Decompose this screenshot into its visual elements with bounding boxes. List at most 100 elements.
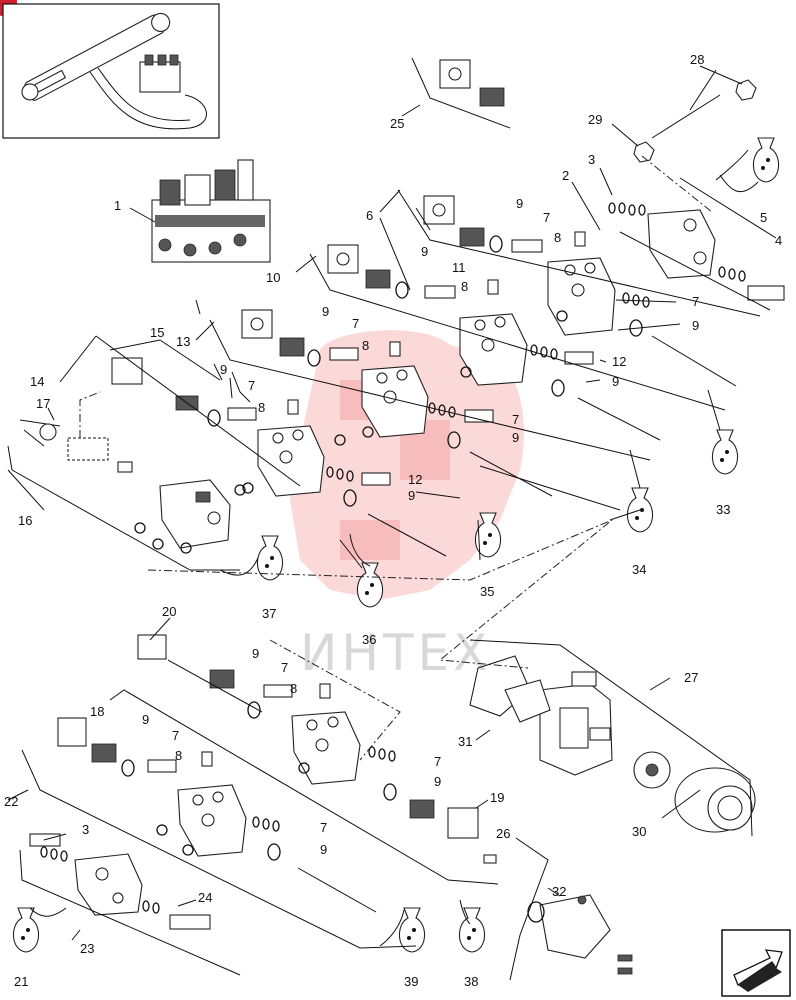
- valve-section-upper-2: [459, 313, 528, 386]
- callout-9j: 9: [142, 712, 149, 727]
- callout-16: 16: [18, 513, 32, 528]
- watermark-text: ИНТЕХ: [300, 624, 491, 682]
- callout-2: 2: [562, 168, 569, 183]
- valve-section-upper-1: [547, 257, 616, 336]
- end-cap-19: [447, 807, 479, 839]
- callout-23: 23: [80, 941, 94, 956]
- callout-7g: 7: [434, 754, 441, 769]
- callout-7h: 7: [172, 728, 179, 743]
- callout-7a: 7: [543, 210, 550, 225]
- callout-12a: 12: [612, 354, 626, 369]
- callout-35: 35: [480, 584, 494, 599]
- callout-9k: 9: [434, 774, 441, 789]
- valve-section-mid: [361, 365, 429, 438]
- inlet-section: [647, 209, 716, 279]
- callout-7i: 7: [320, 820, 327, 835]
- end-cap-10: [327, 244, 359, 274]
- callout-34: 34: [632, 562, 646, 577]
- callout-17: 17: [36, 396, 50, 411]
- callout-18: 18: [90, 704, 104, 719]
- callout-8e: 8: [290, 681, 297, 696]
- outlet-section: [74, 853, 143, 916]
- callout-31: 31: [458, 734, 472, 749]
- hardware-bag-icon: [12, 907, 40, 953]
- callout-9g: 9: [512, 430, 519, 445]
- callout-9c: 9: [692, 318, 699, 333]
- callout-39: 39: [404, 974, 418, 989]
- callout-19: 19: [490, 790, 504, 805]
- callout-8d: 8: [258, 400, 265, 415]
- callout-28: 28: [690, 52, 704, 67]
- callout-21: 21: [14, 974, 28, 989]
- callout-8a: 8: [554, 230, 561, 245]
- hardware-bag-icon: [398, 907, 426, 953]
- callout-27: 27: [684, 670, 698, 685]
- end-cap-25: [439, 59, 471, 89]
- hardware-bag-icons: [12, 137, 780, 953]
- callout-labels: 1 2 3 3 4 5 6 7 7 7 7 7 7 7 7 7 8 8 8 8 …: [4, 52, 782, 989]
- valve-end-cover: [159, 479, 231, 549]
- end-cap-22: [57, 717, 87, 747]
- callout-20: 20: [162, 604, 176, 619]
- callout-4: 4: [775, 233, 782, 248]
- callout-9a: 9: [516, 196, 523, 211]
- callout-5: 5: [760, 210, 767, 225]
- hardware-bag-icon: [458, 907, 486, 953]
- callout-3b: 3: [82, 822, 89, 837]
- lower-valve-section-2: [177, 784, 247, 857]
- callout-7f: 7: [281, 660, 288, 675]
- callout-7d: 7: [512, 412, 519, 427]
- washers: [121, 235, 643, 923]
- valve-section-lower: [257, 425, 325, 497]
- callout-37: 37: [262, 606, 276, 621]
- callout-11: 11: [452, 260, 466, 275]
- callout-1: 1: [114, 198, 121, 213]
- hardware-bag-icon: [752, 137, 780, 183]
- inset-overview: [2, 3, 220, 139]
- pump-body: [674, 767, 756, 833]
- callout-25: 25: [390, 116, 404, 131]
- callout-10: 10: [266, 270, 280, 285]
- callout-38: 38: [464, 974, 478, 989]
- callout-33: 33: [716, 502, 730, 517]
- callout-9l: 9: [320, 842, 327, 857]
- callout-13: 13: [176, 334, 190, 349]
- gasket: [469, 655, 551, 723]
- next-page-arrow-icon[interactable]: [721, 929, 791, 997]
- callout-12b: 12: [408, 472, 422, 487]
- inset-valve: [139, 54, 181, 93]
- callout-14: 14: [30, 374, 44, 389]
- assembly-guide-lines: [79, 155, 713, 761]
- end-cap-15: [111, 357, 143, 385]
- callout-9b: 9: [421, 244, 428, 259]
- callout-9d: 9: [322, 304, 329, 319]
- end-cap-6: [423, 195, 455, 225]
- hardware-bag-icon: [356, 562, 384, 608]
- callout-8c: 8: [362, 338, 369, 353]
- callout-9e: 9: [612, 374, 619, 389]
- end-cap-13: [241, 309, 273, 339]
- callout-9f: 9: [220, 362, 227, 377]
- end-cap-20: [137, 634, 167, 660]
- callout-26: 26: [496, 826, 510, 841]
- hardware-bag-icon: [256, 535, 284, 581]
- mounting-bracket: [539, 894, 633, 975]
- priority-valve-block: [539, 671, 613, 776]
- callout-36: 36: [362, 632, 376, 647]
- callout-30: 30: [632, 824, 646, 839]
- loader-logo-icon: [290, 330, 524, 600]
- relief-valves: [29, 239, 785, 930]
- callout-6: 6: [366, 208, 373, 223]
- valve-assembly-overview: [151, 159, 271, 263]
- callout-7b: 7: [692, 294, 699, 309]
- callout-7c: 7: [352, 316, 359, 331]
- hardware-bag-icon: [711, 429, 739, 475]
- spools: [167, 94, 737, 913]
- callout-9h: 9: [408, 488, 415, 503]
- callout-22: 22: [4, 794, 18, 809]
- callout-15: 15: [150, 325, 164, 340]
- callout-8b: 8: [461, 279, 468, 294]
- hardware-bag-icon: [474, 512, 502, 558]
- callout-7e: 7: [248, 378, 255, 393]
